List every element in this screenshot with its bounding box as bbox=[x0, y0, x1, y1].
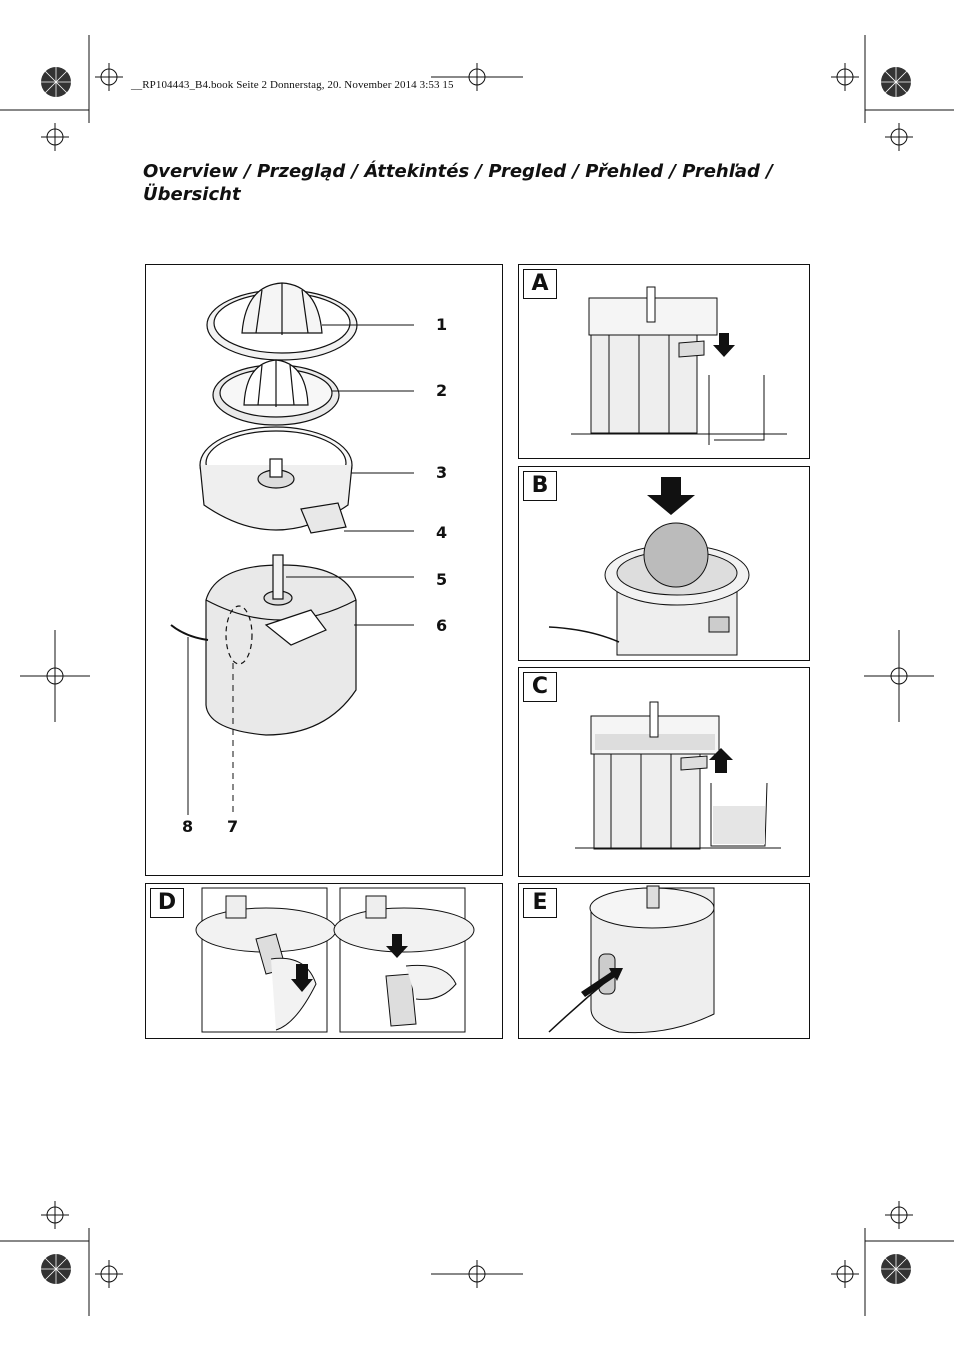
panel-e-label: E bbox=[523, 888, 557, 918]
arrow-up-icon bbox=[709, 748, 733, 773]
panel-e: E bbox=[518, 883, 810, 1039]
part-number-8: 8 bbox=[182, 817, 194, 836]
panel-c-label: C bbox=[523, 672, 557, 702]
panel-d: D bbox=[145, 883, 503, 1039]
panel-d-illustration bbox=[195, 887, 475, 1033]
panel-e-illustration bbox=[548, 885, 715, 1034]
part-number-4: 4 bbox=[436, 523, 448, 542]
panel-d-label: D bbox=[150, 888, 184, 918]
page-title: Overview / Przegląd / Áttekintés / Pregl… bbox=[143, 160, 843, 206]
panel-a-label: A bbox=[523, 269, 557, 299]
panel-a: A bbox=[518, 264, 810, 459]
part-number-7: 7 bbox=[227, 817, 239, 836]
panel-b-label: B bbox=[523, 471, 557, 501]
part-number-3: 3 bbox=[436, 463, 448, 482]
exploded-juicer-illustration bbox=[170, 282, 414, 815]
arrow-down-icon bbox=[647, 477, 695, 515]
title-line-1: Overview / Przegląd / Áttekintés / Pregl… bbox=[143, 161, 773, 182]
title-line-2: Übersicht bbox=[143, 184, 241, 205]
part-number-1: 1 bbox=[436, 315, 448, 334]
arrow-icon bbox=[581, 968, 623, 997]
panel-c: C bbox=[518, 667, 810, 877]
panel-c-illustration bbox=[575, 701, 781, 850]
part-number-2: 2 bbox=[436, 381, 448, 400]
overview-panel: 1 2 3 4 5 6 8 7 bbox=[145, 264, 503, 876]
panel-a-illustration bbox=[571, 286, 787, 445]
file-info-line: __RP104443_B4.book Seite 2 Donnerstag, 2… bbox=[131, 79, 454, 91]
part-number-6: 6 bbox=[436, 616, 448, 635]
panel-b: B bbox=[518, 466, 810, 661]
panel-b-illustration bbox=[548, 477, 750, 656]
part-number-5: 5 bbox=[436, 570, 448, 589]
